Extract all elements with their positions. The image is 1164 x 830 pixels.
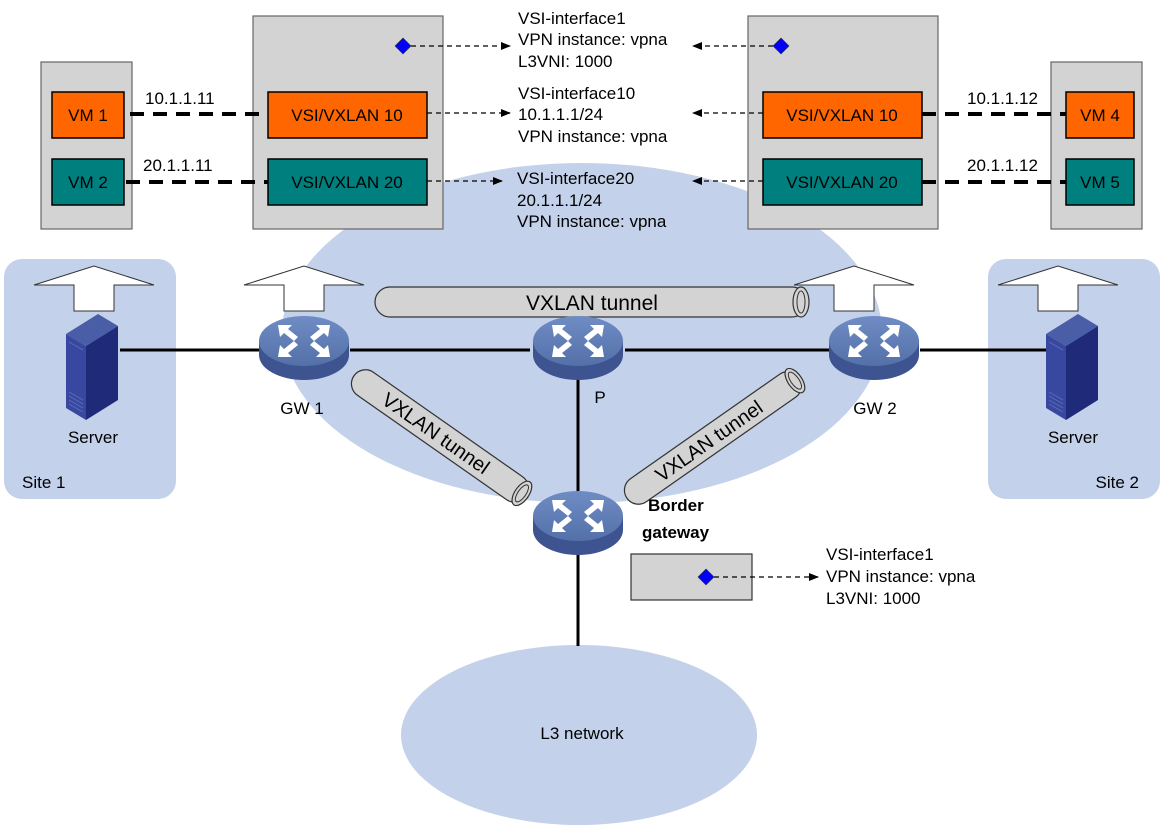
svg-text:VPN instance: vpna: VPN instance: vpna [518, 127, 668, 146]
svg-text:20.1.1.1/24: 20.1.1.1/24 [517, 191, 602, 210]
l3-network-label: L3 network [540, 724, 624, 743]
svg-text:10.1.1.1/24: 10.1.1.1/24 [518, 105, 603, 124]
site2-label: Site 2 [1096, 473, 1139, 492]
server-left-label: Server [68, 428, 118, 447]
border-gateway-switch-icon [533, 491, 623, 555]
gw2-label: GW 2 [853, 399, 896, 418]
vm1-box [51, 91, 125, 139]
site1-label: Site 1 [22, 473, 65, 492]
vm5-box [1065, 158, 1135, 206]
label-vsi-interface1: VSI-interface1 VPN instance: vpna L3VNI:… [518, 9, 668, 71]
vm5-label: VM 5 [1080, 173, 1120, 192]
border-vsi-interface1-diamond [697, 568, 715, 586]
ip-vm1: 10.1.1.11 [145, 89, 215, 108]
svg-text:VSI-interface1: VSI-interface1 [518, 9, 626, 28]
svg-text:VPN instance: vpna: VPN instance: vpna [826, 567, 976, 586]
ip-vm4: 10.1.1.12 [967, 89, 1038, 108]
svg-text:L3VNI: 1000: L3VNI: 1000 [518, 52, 613, 71]
label-border-vsi-interface1: VSI-interface1 VPN instance: vpna L3VNI:… [826, 545, 976, 608]
gw1-vsi-vxlan20-label: VSI/VXLAN 20 [291, 173, 403, 192]
ip-vm5: 20.1.1.12 [967, 156, 1038, 175]
gw2-vsi-vxlan20-label: VSI/VXLAN 20 [786, 173, 898, 192]
l3-network-cloud [401, 645, 757, 825]
gw2-vsi-vxlan10-label: VSI/VXLAN 10 [786, 106, 898, 125]
vm2-label: VM 2 [68, 173, 108, 192]
gw1-label: GW 1 [280, 399, 323, 418]
svg-text:VSI-interface20: VSI-interface20 [517, 169, 634, 188]
svg-text:VSI-interface1: VSI-interface1 [826, 545, 934, 564]
server-right-icon [1045, 313, 1099, 421]
label-vsi-interface10: VSI-interface10 10.1.1.1/24 VPN instance… [518, 84, 668, 146]
vxlan-tunnel-top: VXLAN tunnel [374, 286, 810, 318]
svg-text:VPN instance: vpna: VPN instance: vpna [517, 212, 667, 231]
border-gateway-label-line2: gateway [642, 523, 710, 542]
gw1-switch-icon [259, 316, 349, 380]
server-left-icon [65, 313, 119, 421]
border-gateway-label-line1: Border [648, 496, 704, 515]
gw2-vsi-vxlan10 [762, 91, 923, 139]
gw1-vsi-vxlan20 [267, 158, 428, 206]
tunnel-top-label: VXLAN tunnel [526, 292, 658, 315]
vm4-box [1065, 91, 1135, 139]
vm1-label: VM 1 [68, 106, 108, 125]
gw2-switch-icon [829, 316, 919, 380]
vm4-label: VM 4 [1080, 106, 1120, 125]
svg-text:VSI-interface10: VSI-interface10 [518, 84, 635, 103]
gw2-vsi-interface1-diamond [772, 37, 790, 55]
gw1-vsi-vxlan10 [267, 91, 428, 139]
gw1-vsi-vxlan10-label: VSI/VXLAN 10 [291, 106, 403, 125]
svg-text:VPN instance: vpna: VPN instance: vpna [518, 30, 668, 49]
label-vsi-interface20: VSI-interface20 20.1.1.1/24 VPN instance… [517, 169, 667, 231]
vm2-box [51, 158, 125, 206]
gw2-vsi-vxlan20 [762, 158, 923, 206]
ip-vm2: 20.1.1.11 [143, 156, 213, 175]
svg-text:L3VNI: 1000: L3VNI: 1000 [826, 589, 921, 608]
p-label: P [594, 388, 605, 407]
p-switch-icon [533, 316, 623, 380]
server-right-label: Server [1048, 428, 1098, 447]
gw1-vsi-interface1-diamond [394, 37, 412, 55]
